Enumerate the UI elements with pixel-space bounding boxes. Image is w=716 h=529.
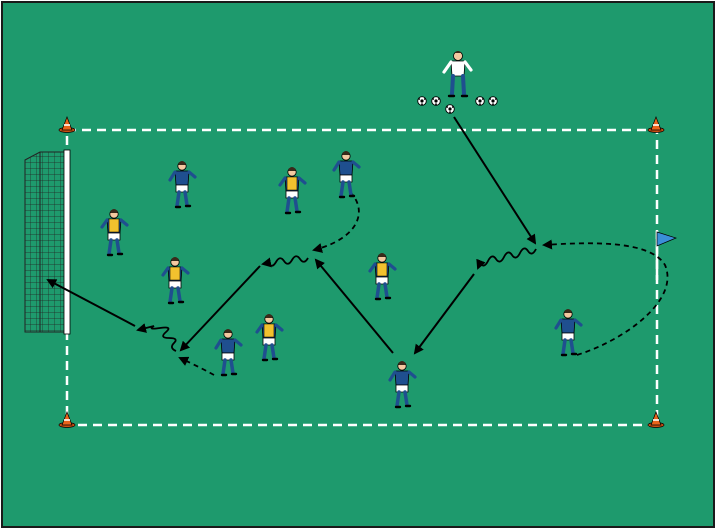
pass-arrow: [314, 258, 394, 354]
ball: [445, 104, 455, 114]
run-arrow: [542, 239, 669, 356]
ball: [417, 96, 427, 106]
pass-arrow: [46, 279, 136, 327]
goal-net: [24, 149, 71, 335]
pass-arrow: [413, 273, 475, 355]
dribble-arrow: [476, 247, 537, 270]
ball: [431, 96, 441, 106]
dribble-arrow: [261, 255, 309, 268]
flag: [655, 231, 678, 280]
pass-arrow: [453, 116, 537, 245]
dribble-arrow: [136, 323, 177, 352]
ball: [488, 96, 498, 106]
coach-with-balls: [442, 51, 473, 98]
ball: [475, 96, 485, 106]
pass-arrow: [179, 265, 261, 352]
run-arrow: [178, 356, 215, 376]
